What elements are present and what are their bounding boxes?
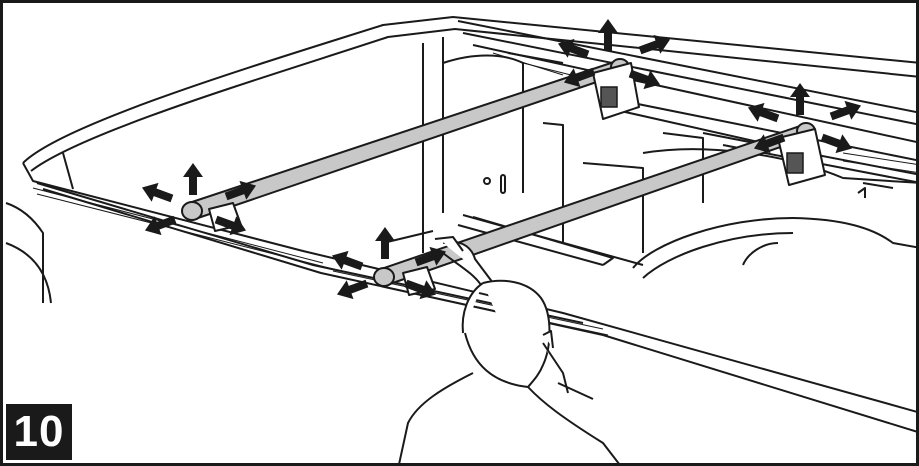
- step-number-badge: 10: [6, 404, 72, 460]
- crossbar-front: [181, 58, 630, 221]
- person: [398, 236, 620, 463]
- truck-bed-illustration: [5, 16, 916, 463]
- truck-bed: [5, 16, 916, 433]
- crossbar-rear: [373, 122, 816, 287]
